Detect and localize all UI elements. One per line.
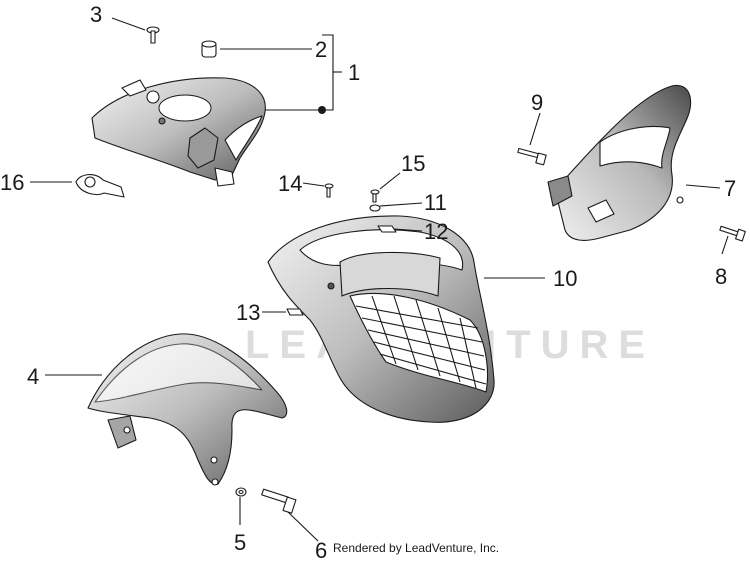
callout-3: 3 (90, 2, 102, 27)
callout-7: 7 (724, 176, 736, 201)
inner-shield-part-10 (267, 215, 495, 423)
front-fender-part-4 (87, 333, 288, 486)
callout-9: 9 (531, 90, 543, 115)
nut-part-13 (286, 308, 304, 316)
callout-4: 4 (27, 364, 39, 389)
callout-8: 8 (715, 264, 727, 289)
upper-cover-part-1 (91, 77, 266, 187)
footer-credit: Rendered by LeadVenture, Inc. (333, 541, 500, 555)
callout-1: 1 (348, 60, 360, 85)
clip-part-16 (75, 174, 125, 198)
leader-lines (30, 17, 729, 542)
screw-part-15 (370, 189, 380, 203)
grommet-part-2 (201, 40, 217, 58)
callout-12: 12 (424, 219, 448, 244)
callout-5: 5 (234, 530, 246, 555)
assembly-marker-dot (318, 106, 326, 114)
screw-part-3 (146, 26, 160, 44)
callout-labels: 1 2 3 4 5 6 7 8 9 10 11 12 13 14 15 16 (0, 2, 736, 562)
callout-6: 6 (315, 538, 327, 562)
callout-10: 10 (553, 266, 577, 291)
nut-part-12 (377, 225, 397, 233)
callout-11: 11 (424, 190, 447, 215)
screw-part-9 (517, 147, 547, 166)
callout-16: 16 (0, 170, 24, 195)
screw-part-6 (261, 488, 297, 514)
screw-part-8 (719, 225, 746, 242)
grille-vent (349, 293, 488, 393)
washer-part-5 (235, 487, 247, 497)
washer-part-11 (369, 204, 381, 212)
rear-hugger-part-7 (547, 84, 692, 241)
callout-2: 2 (315, 37, 327, 62)
callout-14: 14 (278, 171, 302, 196)
callout-15: 15 (401, 151, 425, 176)
callout-13: 13 (236, 300, 260, 325)
screw-part-14 (324, 183, 334, 198)
